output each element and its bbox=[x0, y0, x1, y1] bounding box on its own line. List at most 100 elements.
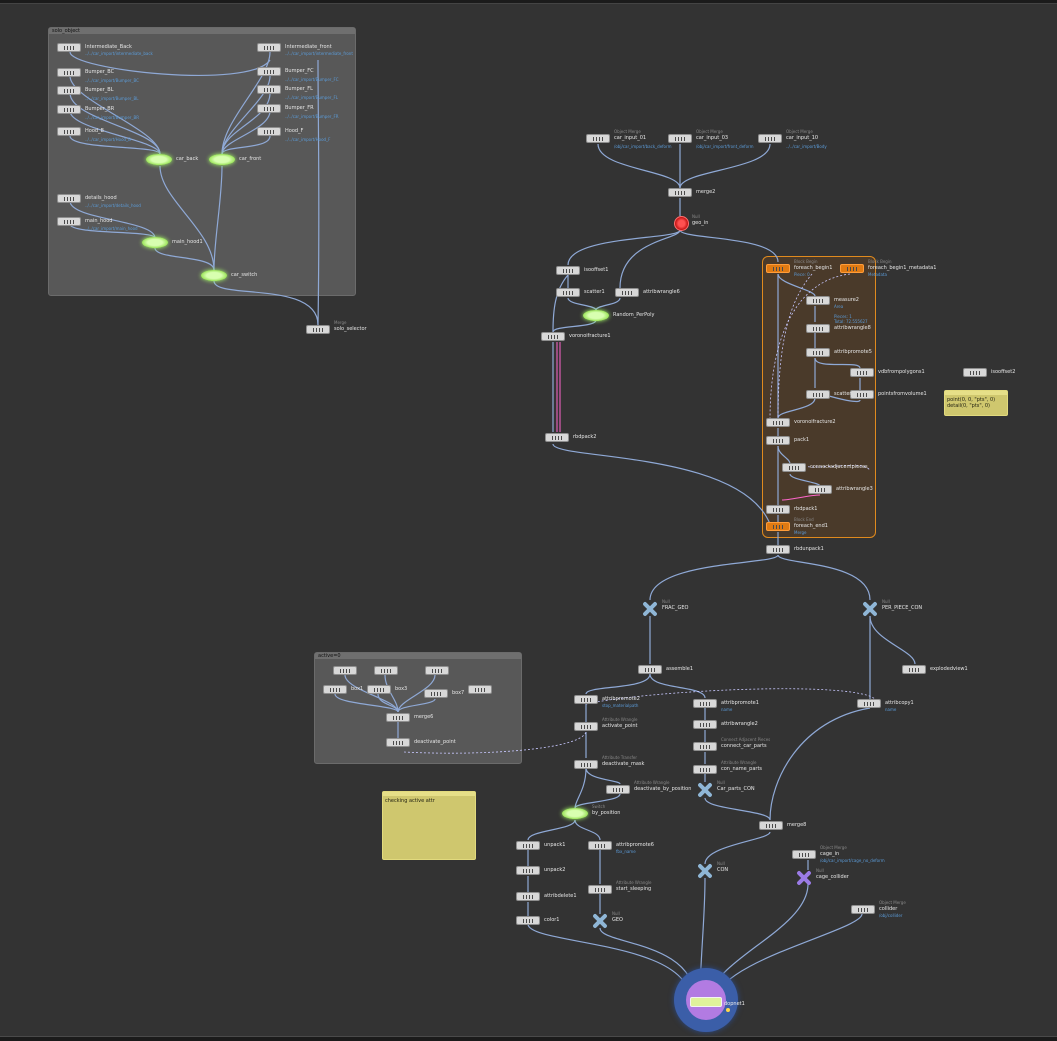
node-body[interactable] bbox=[333, 666, 357, 675]
node-body[interactable] bbox=[257, 67, 281, 76]
node-body[interactable] bbox=[963, 368, 987, 377]
node-body[interactable] bbox=[851, 905, 875, 914]
node-body[interactable] bbox=[574, 722, 598, 731]
node-body[interactable] bbox=[806, 348, 830, 357]
node-body[interactable] bbox=[545, 433, 569, 442]
node-body[interactable] bbox=[792, 850, 816, 859]
node-label: PER_PIECE_CON bbox=[882, 605, 923, 611]
node-body[interactable] bbox=[257, 85, 281, 94]
node-body[interactable] bbox=[668, 188, 692, 197]
node-body[interactable] bbox=[306, 325, 330, 334]
node-dopnet1-highlight[interactable]: dopnet1 bbox=[674, 968, 745, 1032]
node-body[interactable] bbox=[615, 288, 639, 297]
network-box-solo-object[interactable]: solo_object bbox=[48, 27, 356, 296]
node-body[interactable] bbox=[693, 742, 717, 751]
node-body[interactable] bbox=[257, 104, 281, 113]
node-by-position[interactable]: Switch by_position bbox=[562, 804, 620, 819]
node-con[interactable]: Null CON bbox=[697, 861, 728, 879]
node-body[interactable] bbox=[902, 665, 926, 674]
node-body[interactable] bbox=[840, 264, 864, 273]
node-body[interactable] bbox=[766, 545, 790, 554]
node-param: ../../car_import/Hood_B bbox=[85, 137, 131, 142]
note-header bbox=[945, 391, 1007, 395]
node-body[interactable] bbox=[556, 266, 580, 275]
node-body[interactable] bbox=[516, 841, 540, 850]
node-body[interactable] bbox=[668, 134, 692, 143]
node-body[interactable] bbox=[425, 666, 449, 675]
node-body[interactable] bbox=[766, 505, 790, 514]
node-body[interactable] bbox=[386, 738, 410, 747]
node-label: main_hood bbox=[85, 218, 113, 224]
node-body[interactable] bbox=[857, 699, 881, 708]
node-car-parts-con[interactable]: Null Car_parts_CON bbox=[697, 780, 755, 798]
node-car-back[interactable]: car_back bbox=[146, 154, 198, 165]
node-label: car_back bbox=[176, 156, 199, 162]
node-body[interactable] bbox=[759, 821, 783, 830]
node-geo-in[interactable]: Null geo_in bbox=[674, 214, 708, 231]
node-body[interactable] bbox=[766, 418, 790, 427]
node-car-front[interactable]: car_front bbox=[209, 154, 261, 165]
node-body[interactable] bbox=[468, 685, 492, 694]
node-body[interactable] bbox=[808, 485, 832, 494]
node-body[interactable] bbox=[586, 134, 610, 143]
node-param: Area bbox=[834, 304, 844, 309]
node-param: ../../car_import/Bumper_FL bbox=[285, 95, 338, 100]
node-dopnet1[interactable] bbox=[690, 997, 722, 1007]
node-label: attribwrangle6 bbox=[643, 289, 680, 295]
node-random-perpoly[interactable]: Random_PerPoly bbox=[583, 310, 654, 321]
node-frac-geo[interactable]: Null FRAC_GEO bbox=[642, 599, 688, 617]
node-body[interactable] bbox=[758, 134, 782, 143]
node-body[interactable] bbox=[850, 390, 874, 399]
node-body[interactable] bbox=[386, 713, 410, 722]
node-body[interactable] bbox=[57, 43, 81, 52]
node-body[interactable] bbox=[574, 695, 598, 704]
node-body[interactable] bbox=[693, 720, 717, 729]
node-body[interactable] bbox=[257, 127, 281, 136]
node-cage-collider[interactable]: Null cage_collider bbox=[796, 868, 849, 886]
node-geo[interactable]: Null GEO bbox=[592, 911, 623, 929]
node-body[interactable] bbox=[57, 217, 81, 226]
node-body[interactable] bbox=[693, 699, 717, 708]
sticky-note-vex[interactable]: point(0, 0, "pts", 0) detail(0, "pts", 0… bbox=[944, 390, 1008, 416]
node-car-switch[interactable]: car_switch bbox=[201, 270, 257, 281]
node-body[interactable] bbox=[806, 296, 830, 305]
node-type: Attribute Wrangle bbox=[616, 880, 652, 885]
node-body[interactable] bbox=[588, 841, 612, 850]
node-body[interactable] bbox=[638, 665, 662, 674]
node-body[interactable] bbox=[782, 463, 806, 472]
node-body[interactable] bbox=[850, 368, 874, 377]
node-body[interactable] bbox=[516, 892, 540, 901]
node-body[interactable] bbox=[588, 885, 612, 894]
node-body[interactable] bbox=[574, 760, 598, 769]
node-param: /obj/car_import/cage_no_deform bbox=[820, 858, 885, 863]
node-body[interactable] bbox=[57, 105, 81, 114]
node-body[interactable] bbox=[516, 916, 540, 925]
node-label: assemble1 bbox=[666, 666, 694, 672]
node-body[interactable] bbox=[57, 86, 81, 95]
node-label: measure2 bbox=[834, 297, 859, 303]
node-body[interactable] bbox=[766, 522, 790, 531]
node-body[interactable] bbox=[57, 194, 81, 203]
sticky-note-checking[interactable]: checking active attr bbox=[382, 791, 476, 860]
node-body[interactable] bbox=[57, 68, 81, 77]
node-body[interactable] bbox=[374, 666, 398, 675]
node-body[interactable] bbox=[766, 264, 790, 273]
node-label: vdbfrompolygons1 bbox=[878, 369, 925, 375]
node-per-piece-con[interactable]: Null PER_PIECE_CON bbox=[862, 599, 922, 617]
node-body[interactable] bbox=[424, 689, 448, 698]
node-body[interactable] bbox=[367, 685, 391, 694]
node-body[interactable] bbox=[57, 127, 81, 136]
node-body[interactable] bbox=[806, 324, 830, 333]
node-type: Null bbox=[717, 861, 725, 866]
node-body[interactable] bbox=[556, 288, 580, 297]
node-body[interactable] bbox=[766, 436, 790, 445]
node-body[interactable] bbox=[541, 332, 565, 341]
node-body[interactable] bbox=[516, 866, 540, 875]
node-main-hood1[interactable]: main_hood1 bbox=[142, 237, 203, 248]
display-flag-icon[interactable] bbox=[726, 1008, 730, 1012]
node-body[interactable] bbox=[806, 390, 830, 399]
node-body[interactable] bbox=[323, 685, 347, 694]
node-body[interactable] bbox=[693, 765, 717, 774]
node-body[interactable] bbox=[257, 43, 281, 52]
node-body[interactable] bbox=[606, 785, 630, 794]
